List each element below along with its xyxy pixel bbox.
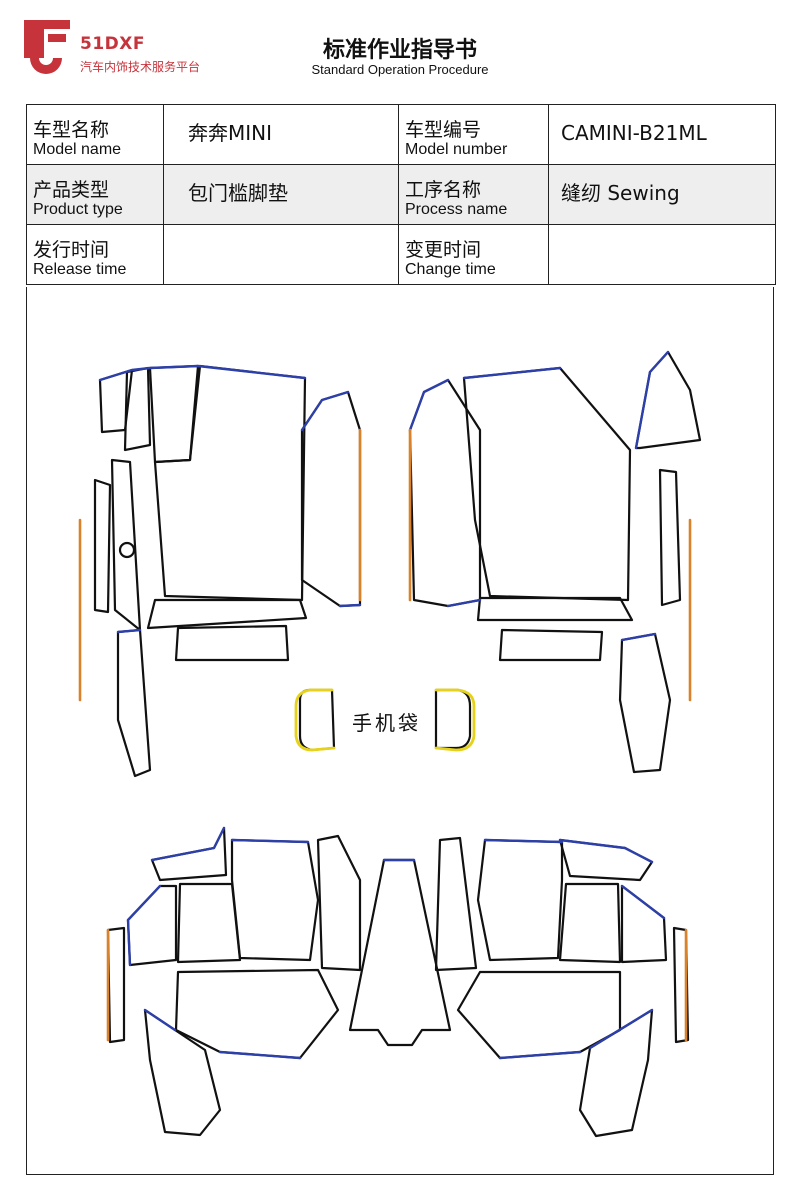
page-header: 51DXF 汽车内饰技术服务平台 标准作业指导书 Standard Operat… bbox=[0, 0, 800, 100]
process-name-value: 缝纫 Sewing bbox=[561, 181, 680, 205]
pattern-black-lines bbox=[93, 350, 702, 1138]
model-name-label-zh: 车型名称 bbox=[33, 119, 110, 141]
phone-pocket-label: 手机袋 bbox=[352, 711, 421, 735]
document-subtitle: Standard Operation Procedure bbox=[311, 62, 489, 77]
process-name-label-zh: 工序名称 bbox=[405, 179, 482, 201]
info-table: 车型名称 Model name 奔奔MINI 车型编号 Model number… bbox=[26, 104, 776, 285]
process-name-label-en: Process name bbox=[405, 201, 508, 218]
pattern-blue-edges bbox=[98, 350, 670, 1060]
process-name-cell: 缝纫 Sewing bbox=[548, 164, 776, 225]
document-title: 标准作业指导书 bbox=[322, 38, 477, 63]
product-type-value: 包门槛脚垫 bbox=[188, 181, 288, 205]
brand-logo-icon bbox=[24, 20, 70, 74]
product-type-cell: 包门槛脚垫 bbox=[163, 164, 399, 225]
info-row-model: 车型名称 Model name 奔奔MINI 车型编号 Model number… bbox=[26, 104, 776, 165]
release-time-label: 发行时间 Release time bbox=[26, 224, 164, 285]
product-type-label: 产品类型 Product type bbox=[26, 164, 164, 225]
change-time-cell bbox=[548, 224, 776, 285]
pattern-orange-edges bbox=[78, 428, 692, 1042]
product-type-label-en: Product type bbox=[33, 201, 123, 218]
info-row-time: 发行时间 Release time 变更时间 Change time bbox=[26, 224, 776, 285]
model-number-label-en: Model number bbox=[405, 141, 508, 158]
model-number-value: CAMINI-B21ML bbox=[561, 121, 707, 145]
model-number-label: 车型编号 Model number bbox=[398, 104, 549, 165]
brand-name: 51DXF bbox=[80, 34, 145, 54]
change-time-label-zh: 变更时间 bbox=[405, 239, 482, 261]
product-type-label-zh: 产品类型 bbox=[33, 179, 110, 201]
release-time-label-en: Release time bbox=[33, 261, 127, 278]
release-time-label-zh: 发行时间 bbox=[33, 239, 110, 261]
model-name-value: 奔奔MINI bbox=[188, 121, 273, 145]
info-row-product: 产品类型 Product type 包门槛脚垫 工序名称 Process nam… bbox=[26, 164, 776, 225]
process-name-label: 工序名称 Process name bbox=[398, 164, 549, 225]
model-number-cell: CAMINI-B21ML bbox=[548, 104, 776, 165]
pattern-yellow-edges bbox=[294, 688, 476, 752]
pattern-diagram-frame bbox=[26, 287, 774, 1175]
change-time-label-en: Change time bbox=[405, 261, 496, 278]
model-name-cell: 奔奔MINI bbox=[163, 104, 399, 165]
model-number-label-zh: 车型编号 bbox=[405, 119, 482, 141]
brand-subtitle: 汽车内饰技术服务平台 bbox=[80, 60, 201, 74]
change-time-label: 变更时间 Change time bbox=[398, 224, 549, 285]
release-time-cell bbox=[163, 224, 399, 285]
model-name-label-en: Model name bbox=[33, 141, 122, 158]
